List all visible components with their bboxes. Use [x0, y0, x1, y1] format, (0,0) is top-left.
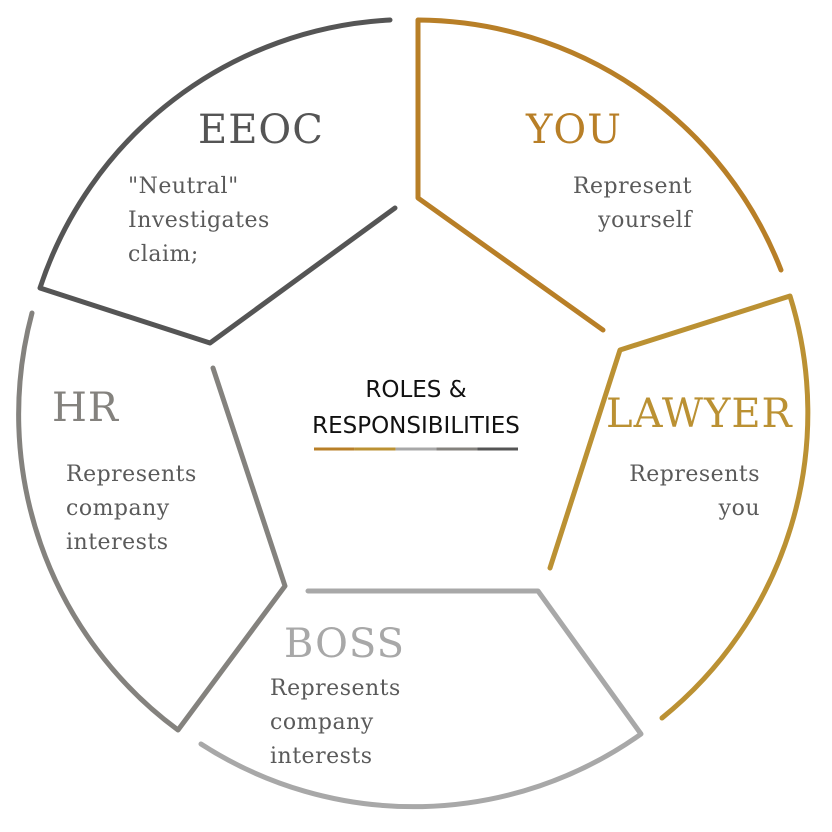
segment-you-outline — [415, 17, 784, 333]
segment-you-line-2: yourself — [598, 208, 692, 233]
segment-boss-title: BOSS — [284, 621, 406, 667]
segment-lawyer-description: Represents you — [600, 458, 760, 526]
segment-boss-outline — [198, 588, 644, 810]
segment-eeoc-line-3: claim; — [128, 242, 199, 267]
segment-hr-line-1: Represents — [66, 462, 197, 487]
segment-eeoc-title: EEOC — [198, 107, 324, 153]
segment-boss-description: Represents company interests — [270, 672, 401, 774]
segment-boss-line-2: company — [270, 710, 374, 735]
segment-lawyer-line-1: Represents — [629, 462, 760, 487]
center-title-line-2: RESPONSIBILITIES — [312, 413, 520, 439]
segment-hr-outline — [16, 310, 288, 733]
center-title: ROLES & RESPONSIBILITIES — [266, 372, 566, 444]
segment-boss-line-1: Represents — [270, 676, 401, 701]
segment-lawyer-outline — [547, 293, 811, 721]
segment-hr-line-2: company — [66, 496, 170, 521]
segment-you-description: Represent yourself — [520, 170, 692, 238]
segment-eeoc-outline — [37, 17, 398, 346]
segment-lawyer-title: LAWYER — [606, 391, 793, 437]
segment-eeoc-description: "Neutral" Investigates claim; — [128, 170, 270, 272]
segment-eeoc-line-1: "Neutral" — [128, 174, 239, 199]
segment-lawyer-line-2: you — [718, 496, 760, 521]
segment-hr-description: Represents company interests — [66, 458, 197, 560]
segment-you-title: YOU — [526, 107, 622, 153]
segment-eeoc-line-2: Investigates — [128, 208, 270, 233]
segment-boss-line-3: interests — [270, 744, 373, 769]
segment-hr-line-3: interests — [66, 530, 169, 555]
segment-hr-title: HR — [52, 385, 119, 431]
segment-you-line-1: Represent — [572, 174, 692, 199]
center-title-line-1: ROLES & — [365, 377, 467, 403]
